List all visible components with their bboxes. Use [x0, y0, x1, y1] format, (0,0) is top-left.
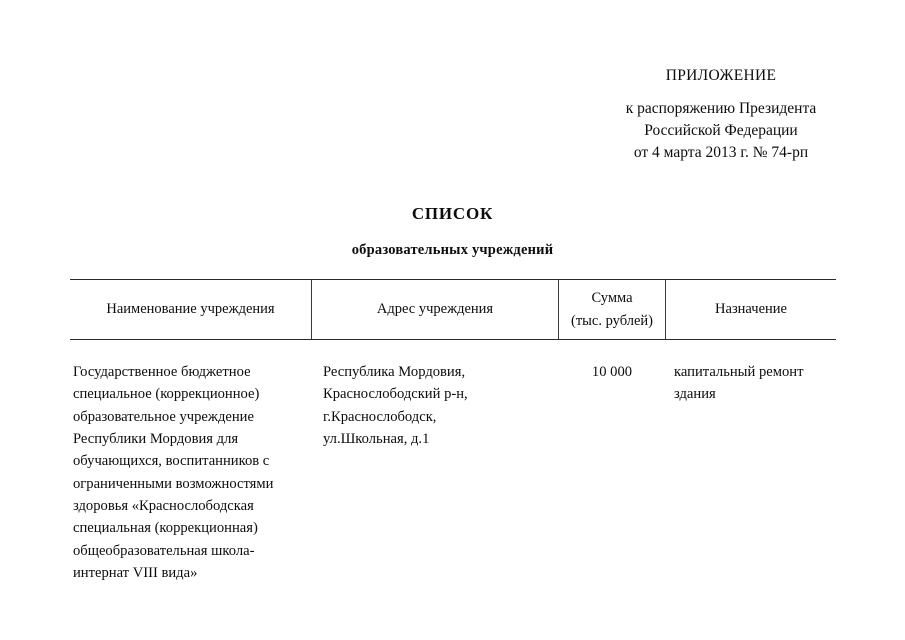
page-subtitle: образовательных учреждений: [351, 242, 554, 258]
title-block: СПИСОК образовательных учреждений: [0, 204, 905, 259]
reference-line-2: Российской Федерации: [644, 122, 798, 140]
institutions-table: Наименование учреждения Адрес учреждения…: [70, 279, 836, 600]
column-header-amount-label: Сумма: [591, 290, 633, 307]
column-header-amount-units: (тыс. рублей): [571, 312, 653, 329]
page-title: СПИСОК: [411, 204, 494, 223]
column-header-amount: Сумма (тыс. рублей): [559, 280, 665, 339]
reference-line-3: от 4 марта 2013 г. № 74-рп: [633, 144, 809, 162]
column-header-address: Адрес учреждения: [312, 280, 558, 339]
table-top-rule: [70, 279, 836, 280]
table-header-bottom-rule: [70, 339, 836, 340]
table-row: Государственное бюджетное специальное (к…: [70, 340, 836, 600]
reference-line-1: к распоряжению Президента: [625, 100, 817, 118]
cell-purpose: капитальный ремонт здания: [674, 364, 804, 403]
cell-institution-name: Государственное бюджетное специальное (к…: [73, 364, 274, 581]
column-divider-2: [558, 280, 559, 339]
cell-amount: 10 000: [591, 364, 633, 380]
table-header-row: Наименование учреждения Адрес учреждения…: [70, 280, 836, 339]
appendix-header-block: ПРИЛОЖЕНИЕ к распоряжению Президента Рос…: [596, 66, 846, 164]
column-header-address-label: Адрес учреждения: [376, 301, 494, 318]
column-header-purpose: Назначение: [666, 280, 836, 339]
column-header-name-label: Наименование учреждения: [106, 301, 275, 318]
appendix-word: ПРИЛОЖЕНИЕ: [665, 67, 777, 84]
cell-institution-address: Республика Мордовия, Краснослободский р-…: [323, 364, 468, 447]
column-header-purpose-label: Назначение: [715, 301, 787, 318]
column-divider-1: [311, 280, 312, 339]
column-divider-3: [665, 280, 666, 339]
column-header-name: Наименование учреждения: [70, 280, 311, 339]
